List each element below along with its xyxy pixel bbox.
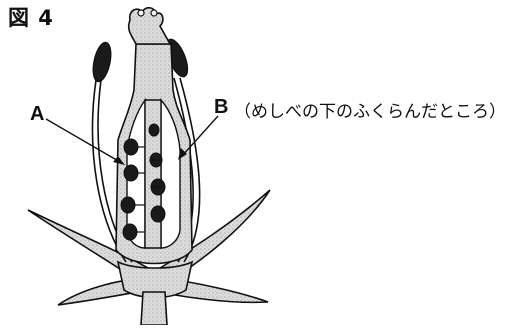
ovule	[124, 139, 138, 155]
label-b: B	[214, 96, 228, 119]
leader-line-a	[46, 119, 120, 162]
figure-title: 図 4	[8, 2, 54, 32]
label-a: A	[30, 103, 44, 126]
ovule	[151, 206, 165, 222]
label-b-description: （めしべの下のふくらんだところ）	[234, 97, 506, 122]
anther-left	[90, 41, 114, 83]
ovule	[121, 197, 135, 213]
ovule	[124, 165, 138, 181]
pistil-stigma	[129, 8, 170, 44]
placenta	[145, 100, 161, 248]
flower-stalk	[141, 292, 167, 325]
ovule	[149, 124, 159, 136]
ovule	[123, 224, 137, 240]
